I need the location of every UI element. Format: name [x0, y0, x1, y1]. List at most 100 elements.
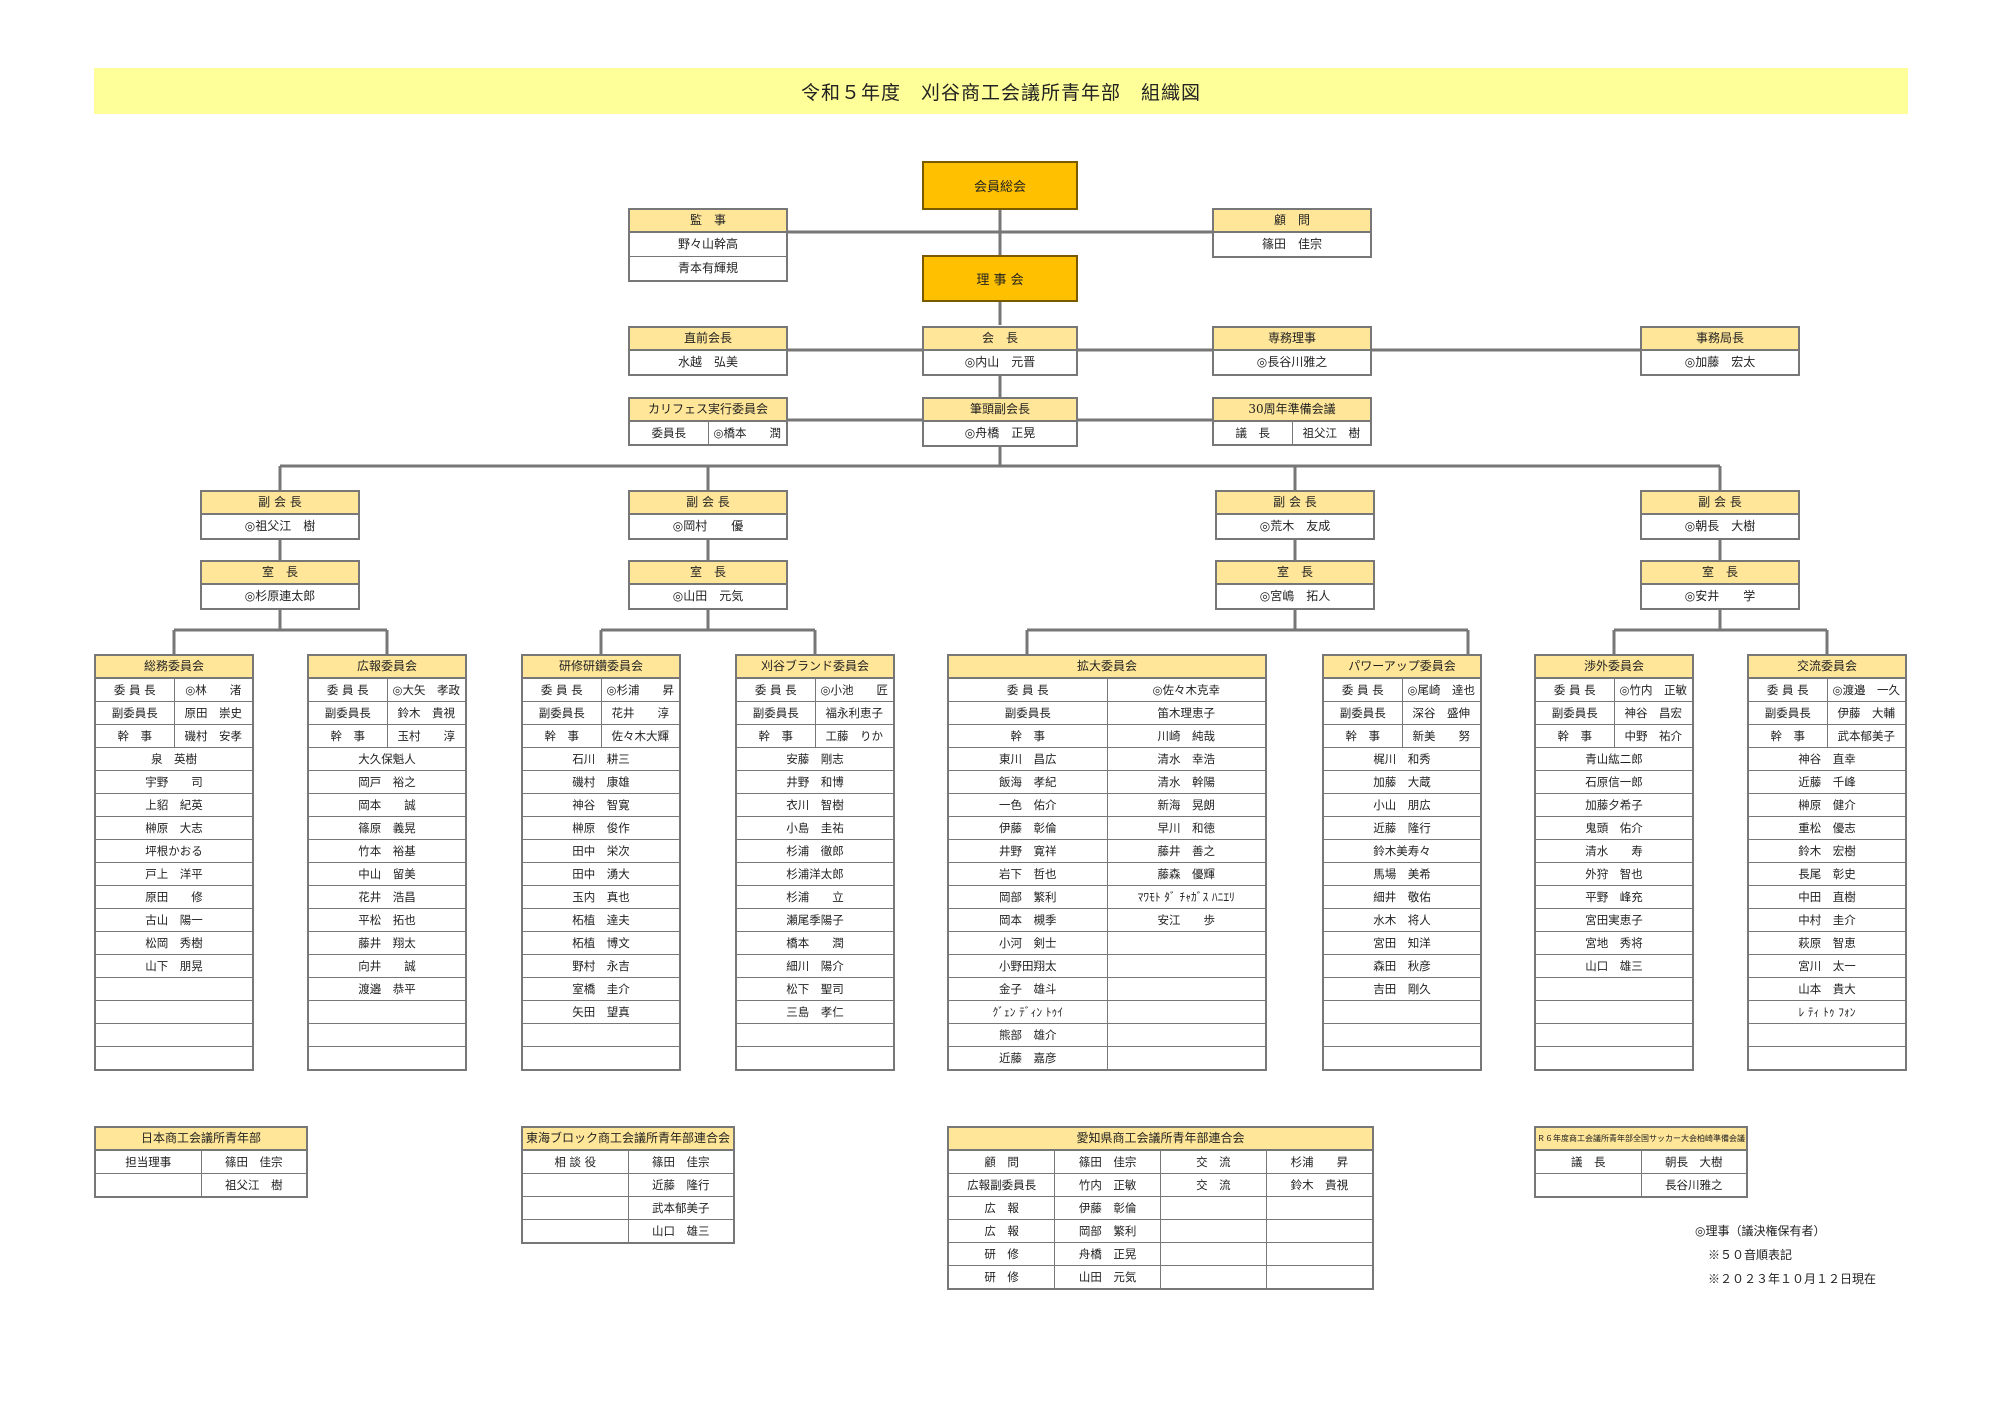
member-row: 竹本 裕基 [309, 839, 465, 863]
member-row: 加藤夕希子 [1536, 793, 1692, 817]
committee-shougai: 渉外委員会委 員 長◎竹内 正敏副委員長神谷 昌宏幹 事中野 祐介青山紘二郎石原… [1534, 654, 1694, 1071]
managing-director-title: 専務理事 [1214, 328, 1370, 351]
officer-name: ◎小池 匠 [814, 679, 893, 702]
member-name [1106, 954, 1265, 978]
member-row: 向井 誠 [309, 954, 465, 978]
member-name: 石川 耕三 [523, 747, 679, 771]
member-name: 森田 秋彦 [1324, 954, 1480, 978]
past-president-name: 水越 弘美 [677, 355, 738, 369]
committee-title: 広報委員会 [309, 656, 465, 679]
member-name: 清水 幹陽 [1106, 770, 1265, 794]
member-row: 野村 永吉 [523, 954, 679, 978]
external-row: 広 報伊藤 彰倫 [949, 1196, 1372, 1220]
president-name: ◎内山 元晋 [964, 355, 1036, 369]
member-row: 岡本 槻季安江 歩 [949, 908, 1265, 932]
committee-kouryu: 交流委員会委 員 長◎渡邉 一久副委員長伊藤 大輔幹 事武本郁美子神谷 直幸近藤… [1747, 654, 1907, 1071]
officer-name: 新美 努 [1401, 724, 1480, 748]
member-name: 吉田 剛久 [1324, 977, 1480, 1001]
member-name: 熊部 雄介 [949, 1023, 1107, 1047]
member-name: 東川 昌広 [949, 747, 1107, 771]
member-name: ﾚ ﾃｨ ﾄｩ ﾌｫﾝ [1749, 1000, 1905, 1024]
member-row [1324, 1000, 1480, 1024]
member-row: 篠原 義晃 [309, 816, 465, 840]
officer-name: 笛木理恵子 [1106, 701, 1265, 725]
officer-name: 武本郁美子 [1826, 724, 1905, 748]
member-row: 石川 耕三 [523, 747, 679, 771]
anniv30-name: 祖父江 樹 [1291, 422, 1370, 444]
auditor-title: 監 事 [630, 210, 786, 233]
officer-role: 委 員 長 [1006, 683, 1049, 697]
officer-name: 深谷 盛伸 [1401, 701, 1480, 725]
member-name: 玉内 真也 [523, 885, 679, 909]
advisor-name: 篠田 佳宗 [1261, 237, 1322, 251]
officer-row: 副委員長伊藤 大輔 [1749, 701, 1905, 725]
member-name: 重松 優志 [1749, 816, 1905, 840]
member-row: 戸上 洋平 [96, 862, 252, 886]
member-name: 小島 圭祐 [737, 816, 893, 840]
external-row: 議 長朝長 大樹 [1536, 1151, 1746, 1174]
external-role: 交 流 [1160, 1173, 1267, 1197]
member-row: 馬場 美希 [1324, 862, 1480, 886]
karifes-role: 委員長 [651, 426, 687, 440]
member-name: 藤井 善之 [1106, 839, 1265, 863]
officer-row: 委 員 長◎渡邉 一久 [1749, 679, 1905, 702]
member-name: 馬場 美希 [1324, 862, 1480, 886]
external-name: 近藤 隆行 [627, 1173, 733, 1197]
member-row [1749, 1023, 1905, 1047]
member-row [1324, 1023, 1480, 1047]
member-row: 鈴木 宏樹 [1749, 839, 1905, 863]
chief-box: 室 長 ◎安井 学 [1640, 560, 1800, 610]
officer-name: ◎大矢 孝政 [386, 679, 465, 702]
officer-row: 幹 事武本郁美子 [1749, 724, 1905, 748]
committee-kouhou: 広報委員会委 員 長◎大矢 孝政副委員長鈴木 貴視幹 事玉村 淳大久保魁人岡戸 … [307, 654, 467, 1071]
member-name: 古山 陽一 [96, 908, 252, 932]
officer-name: 花井 淳 [600, 701, 679, 725]
officer-row: 副委員長花井 淳 [523, 701, 679, 725]
chief-box: 室 長 ◎杉原連太郎 [200, 560, 360, 610]
external-name: 篠田 佳宗 [200, 1151, 306, 1174]
officer-role: 委 員 長 [326, 683, 369, 697]
officer-name: 中野 祐介 [1613, 724, 1692, 748]
member-row [1536, 1046, 1692, 1069]
member-name: 安江 歩 [1106, 908, 1265, 932]
external-name: 山田 元気 [1054, 1265, 1161, 1288]
member-name: 山下 朋晃 [96, 954, 252, 978]
external-role: 議 長 [1571, 1155, 1606, 1169]
member-name: 山口 雄三 [1536, 954, 1692, 978]
member-row [1324, 1046, 1480, 1069]
officer-role: 副委員長 [737, 701, 815, 725]
external-role: 顧 問 [984, 1155, 1019, 1169]
member-name: 野村 永吉 [523, 954, 679, 978]
member-name: 小河 剣士 [949, 931, 1107, 955]
external-name: 山口 雄三 [627, 1219, 733, 1242]
member-row: 飯海 孝紀清水 幹陽 [949, 770, 1265, 794]
president-box: 会 長 ◎内山 元晋 [922, 326, 1078, 376]
member-name [1106, 977, 1265, 1001]
member-name: 青山紘二郎 [1536, 747, 1692, 771]
member-name: 神谷 智寛 [523, 793, 679, 817]
member-name: 岡本 誠 [309, 793, 465, 817]
member-name [523, 1023, 679, 1047]
member-row: 宮地 秀将 [1536, 931, 1692, 955]
external-tokai: 東海ブロック商工会議所青年部連合会相 談 役篠田 佳宗近藤 隆行武本郁美子山口 … [521, 1126, 735, 1244]
officer-row: 委 員 長◎林 渚 [96, 679, 252, 702]
vp-box: 副 会 長 ◎荒木 友成 [1215, 490, 1375, 540]
past-president-title: 直前会長 [630, 328, 786, 351]
member-name: 加藤夕希子 [1536, 793, 1692, 817]
member-row [96, 1000, 252, 1024]
member-name: 外狩 智也 [1536, 862, 1692, 886]
external-role: 相 談 役 [554, 1155, 597, 1169]
member-name [523, 1046, 679, 1069]
member-row: 熊部 雄介 [949, 1023, 1265, 1047]
member-name: 杉浦 徹郎 [737, 839, 893, 863]
member-name: 室橋 圭介 [523, 977, 679, 1001]
vp-title: 副 会 長 [1217, 492, 1373, 515]
member-row: 泉 英樹 [96, 747, 252, 771]
member-row: 藤井 翔太 [309, 931, 465, 955]
officer-name: ◎渡邉 一久 [1826, 679, 1905, 702]
member-row [309, 1023, 465, 1047]
member-row: 岡戸 裕之 [309, 770, 465, 794]
vp-box: 副 会 長 ◎祖父江 樹 [200, 490, 360, 540]
external-name: 伊藤 彰倫 [1054, 1196, 1161, 1220]
member-name: 花井 浩昌 [309, 885, 465, 909]
